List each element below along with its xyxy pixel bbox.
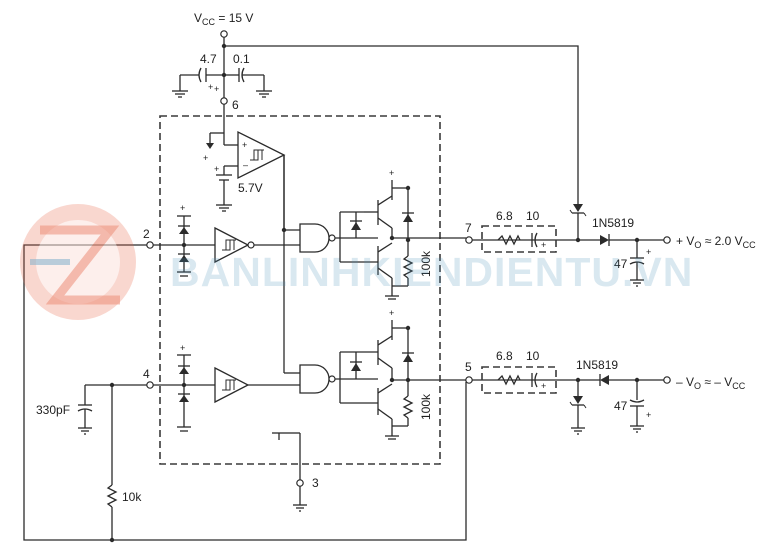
capacitor-10-lower-label: 10 xyxy=(526,349,540,363)
bypass-capacitor-0-1: 0.1 xyxy=(224,52,272,98)
input-2: 2 + xyxy=(143,203,300,277)
svg-text:+: + xyxy=(180,203,185,213)
resistor-10k-label: 10k xyxy=(122,490,142,504)
banlinhkiendientu-logo xyxy=(20,204,136,320)
capacitor-10-upper-label: 10 xyxy=(526,209,540,223)
svg-text:+: + xyxy=(180,343,185,353)
pin-7-label: 7 xyxy=(465,221,472,235)
pin-7: 7 6.8 10 + xyxy=(465,209,600,253)
bypass-capacitor-4-7: 4.7 + xyxy=(172,52,224,98)
pin-5-label: 5 xyxy=(465,360,472,374)
schottky-diode-lower: 1N5819 47 + – VO ≈ – VCC xyxy=(576,358,746,433)
svg-text:+: + xyxy=(389,308,394,318)
pin-5: 5 6.8 10 + xyxy=(23,244,600,543)
catch-diode-upper xyxy=(569,204,587,240)
catch-diode-lower xyxy=(569,380,587,435)
output-positive-label: + VO ≈ 2.0 VCC xyxy=(676,234,756,250)
nand-gate-upper xyxy=(299,223,378,253)
resistor-6-8-lower-label: 6.8 xyxy=(496,349,513,363)
svg-text:+: + xyxy=(214,84,219,94)
ic-boundary xyxy=(159,115,441,465)
svg-text:+: + xyxy=(389,168,394,178)
vcc-supply: VCC = 15 V xyxy=(194,11,579,204)
svg-text:+: + xyxy=(541,381,546,391)
pin-3-label: 3 xyxy=(312,476,319,490)
svg-text:+: + xyxy=(242,140,247,150)
nand-gate-lower xyxy=(299,364,378,394)
cap-polarity-plus: + xyxy=(208,82,213,92)
reference-5-7v-label: 5.7V xyxy=(238,181,263,195)
timing-network: 330pF 10k xyxy=(36,382,147,540)
snubber-box-upper xyxy=(481,225,557,253)
output-stage-upper: + 100k xyxy=(339,168,466,300)
resistor-100k-lower-label: 100k xyxy=(419,393,433,420)
pin-3: 3 xyxy=(272,432,319,512)
pin-6: + 6 xyxy=(214,84,239,145)
diode-1n5819-lower-label: 1N5819 xyxy=(576,358,618,372)
watermark-text: BANLINHKIENDIENTU.VN xyxy=(170,249,693,295)
svg-text:+: + xyxy=(541,240,546,250)
pin-2-label: 2 xyxy=(143,227,150,241)
capacitor-330pf-label: 330pF xyxy=(36,403,70,417)
svg-text:+: + xyxy=(214,164,219,174)
watermark: BANLINHKIENDIENTU.VN xyxy=(20,204,693,320)
output-stage-lower: + 100k xyxy=(339,308,466,440)
vcc-label: VCC = 15 V xyxy=(194,11,253,27)
schottky-diode-upper: 1N5819 47 + + VO ≈ 2.0 VCC xyxy=(592,216,756,287)
reference-comparator: + – + + 5.7V xyxy=(203,130,300,374)
capacitor-47-lower-label: 47 xyxy=(614,399,628,413)
diode-1n5819-upper-label: 1N5819 xyxy=(592,216,634,230)
output-negative-label: – VO ≈ – VCC xyxy=(676,375,746,391)
svg-text:+: + xyxy=(646,410,651,420)
cap-4-7-label: 4.7 xyxy=(200,52,217,66)
pin-4-label: 4 xyxy=(143,367,150,381)
capacitor-47-upper-label: 47 xyxy=(614,257,628,271)
input-4: 4 + xyxy=(143,343,300,432)
resistor-6-8-upper-label: 6.8 xyxy=(496,209,513,223)
svg-text:–: – xyxy=(243,160,248,170)
svg-text:+: + xyxy=(203,153,208,163)
resistor-100k-upper-label: 100k xyxy=(419,250,433,277)
snubber-box-lower xyxy=(481,366,557,394)
pin-6-label: 6 xyxy=(232,98,239,112)
svg-text:+: + xyxy=(646,247,651,257)
cap-0-1-label: 0.1 xyxy=(233,52,250,66)
